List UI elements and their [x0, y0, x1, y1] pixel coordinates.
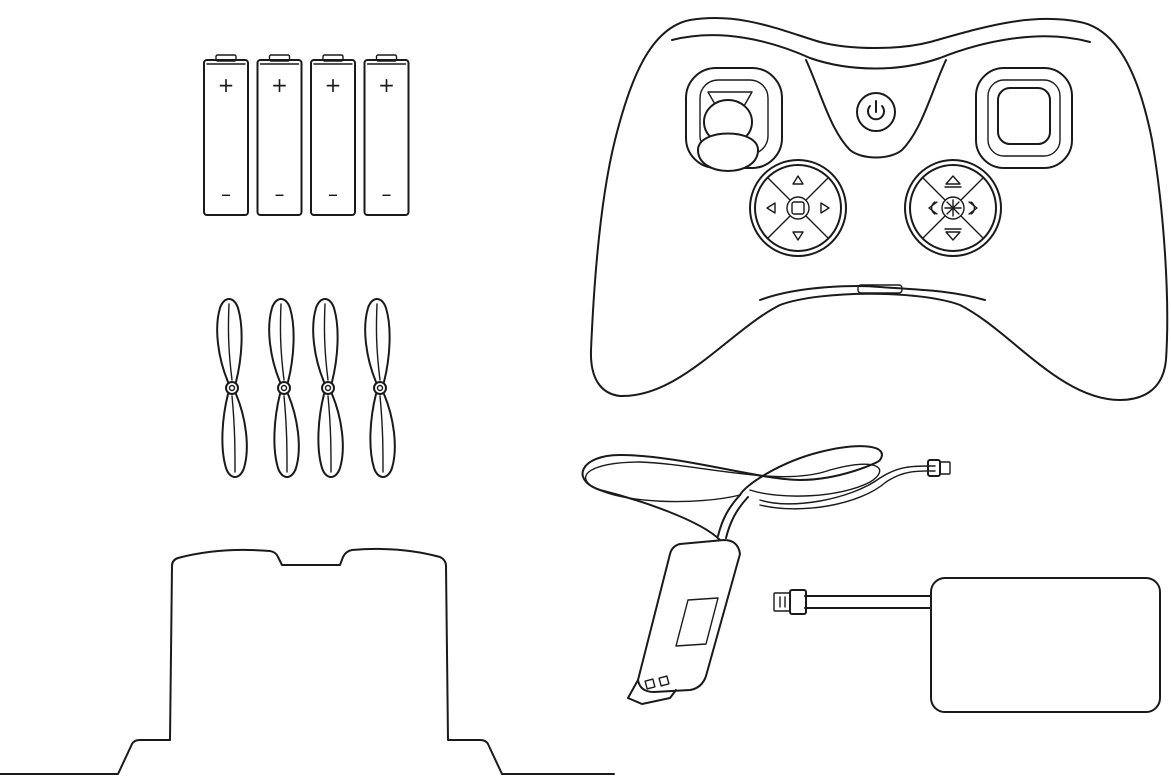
right-joystick — [975, 67, 1073, 169]
propeller — [216, 298, 248, 478]
rotate-left-icon — [928, 201, 938, 215]
dpad-up-icon — [792, 175, 804, 185]
battery-negative-label: – — [382, 182, 392, 206]
rotate-right-icon — [968, 201, 978, 215]
dpad-left-icon — [766, 202, 776, 214]
power-icon — [867, 100, 885, 121]
battery-negative-label: – — [328, 182, 338, 206]
left-joystick — [685, 67, 783, 172]
flip-icon — [944, 199, 962, 217]
base-stand — [0, 547, 615, 775]
propeller-group — [216, 298, 396, 478]
remote-controller — [589, 17, 1169, 401]
battery-negative-label: – — [221, 182, 231, 206]
usb-charging-cable — [581, 445, 951, 705]
propeller — [364, 298, 396, 478]
aa-battery: +– — [363, 54, 410, 216]
aa-battery: +– — [256, 54, 303, 216]
battery-positive-label: + — [218, 73, 235, 97]
drone-battery-pack — [773, 577, 1161, 713]
landing-icon — [944, 228, 962, 241]
right-function-pad — [904, 159, 1002, 257]
led-indicator — [675, 597, 719, 647]
usb-plug — [627, 539, 741, 705]
battery-positive-label: + — [325, 73, 342, 97]
propeller — [312, 298, 344, 478]
battery-positive-label: + — [378, 73, 395, 97]
battery-positive-label: + — [271, 73, 288, 97]
battery-negative-label: – — [275, 182, 285, 206]
power-button — [856, 92, 896, 132]
propeller — [268, 298, 300, 478]
battery-group: +–+–+–+– — [203, 54, 410, 216]
dpad-down-icon — [792, 231, 804, 241]
dpad-right-icon — [820, 202, 830, 214]
takeoff-icon — [944, 175, 962, 188]
aa-battery: +– — [203, 54, 249, 216]
aa-battery: +– — [310, 54, 356, 216]
left-dpad — [749, 159, 847, 257]
battery-connector — [773, 589, 807, 615]
